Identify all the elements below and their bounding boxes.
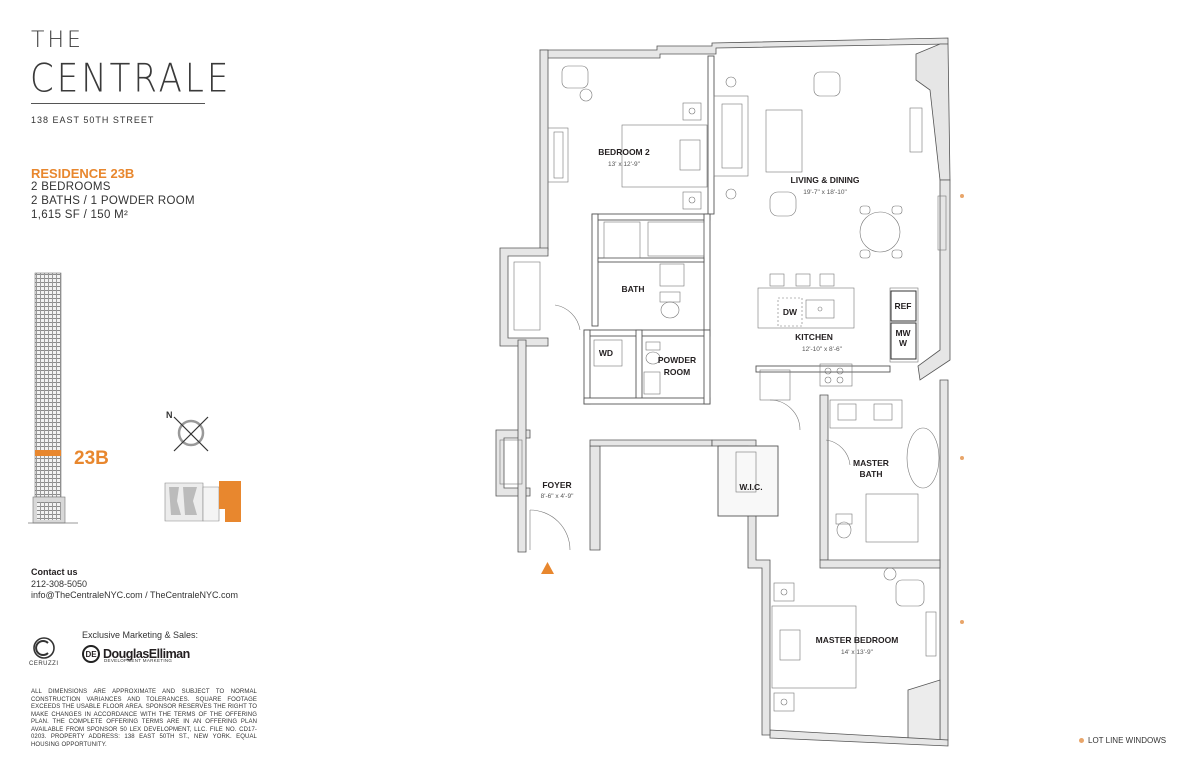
room-foyer-dim: 8'-6" x 4'-9" [541, 493, 574, 500]
dishwasher-label: DW [783, 307, 798, 317]
key-plan [164, 481, 241, 522]
legal-disclaimer: ALL DIMENSIONS ARE APPROXIMATE AND SUBJE… [31, 689, 257, 748]
refrigerator-label: REF [895, 301, 912, 311]
microwave-label-2: W [899, 338, 908, 348]
unit-floor-marker [35, 450, 61, 456]
room-outlines [499, 65, 947, 712]
lot-line-legend: LOT LINE WINDOWS [1079, 736, 1166, 745]
interior-walls [583, 55, 891, 517]
residence-baths: 2 BATHS / 1 POWDER ROOM [31, 195, 195, 207]
residence-title: RESIDENCE 23B [31, 166, 135, 181]
room-powder-label-2: ROOM [664, 367, 690, 377]
de-name: DouglasElliman [103, 647, 190, 661]
building-address: 138 EAST 50TH STREET [31, 115, 155, 125]
ceruzzi-name: CERUZZI [29, 661, 59, 667]
brand-the: THE [31, 28, 84, 53]
building-elevation [28, 272, 78, 524]
contact-phone[interactable]: 212-308-5050 [31, 579, 88, 589]
room-kitchen-dim: 12'-10" x 8'-6" [802, 346, 843, 353]
room-powder-label-1: POWDER [658, 355, 696, 365]
microwave-label-1: MW [895, 328, 911, 338]
washer-dryer-label: WD [599, 348, 613, 358]
room-bath-label: BATH [622, 284, 645, 294]
north-label: N [166, 410, 173, 420]
brand-divider [31, 103, 205, 104]
douglas-elliman-logo: DE DouglasElliman [82, 645, 190, 663]
room-foyer-label: FOYER [542, 480, 571, 490]
brand-name: CENTRALE [30, 56, 232, 102]
lot-line-dot-icon [1079, 738, 1084, 743]
contact-heading: Contact us [31, 567, 78, 577]
contact-links[interactable]: info@TheCentraleNYC.com / TheCentraleNYC… [31, 590, 239, 600]
entry-arrow-icon [541, 562, 554, 574]
floor-tag: 23B [74, 448, 109, 469]
residence-area: 1,615 SF / 150 M² [31, 209, 129, 221]
lot-line-label: LOT LINE WINDOWS [1088, 736, 1167, 745]
ceruzzi-logo-icon [33, 637, 55, 659]
compass-icon: N [166, 410, 209, 452]
lot-line-windows [960, 194, 964, 624]
room-master-bath-label-1: MASTER [853, 458, 889, 468]
key-plan-unit [219, 481, 241, 522]
room-master-bath-label-2: BATH [860, 469, 883, 479]
room-master-bedroom-dim: 14' x 13'-9" [841, 649, 874, 656]
de-subtitle: DEVELOPMENT MARKETING [104, 658, 173, 663]
de-mark-icon: DE [82, 645, 100, 663]
room-wic-label: W.I.C. [739, 482, 762, 492]
room-bedroom2-label: BEDROOM 2 [598, 147, 650, 157]
room-bedroom2-dim: 13' x 12'-9" [608, 161, 641, 168]
room-master-bedroom-label: MASTER BEDROOM [816, 635, 899, 645]
room-living-dim: 19'-7" x 18'-10" [803, 189, 847, 196]
residence-bedrooms: 2 BEDROOMS [31, 181, 111, 193]
room-kitchen-label: KITCHEN [795, 332, 833, 342]
room-living-label: LIVING & DINING [791, 175, 860, 185]
marketing-label: Exclusive Marketing & Sales: [82, 630, 199, 640]
